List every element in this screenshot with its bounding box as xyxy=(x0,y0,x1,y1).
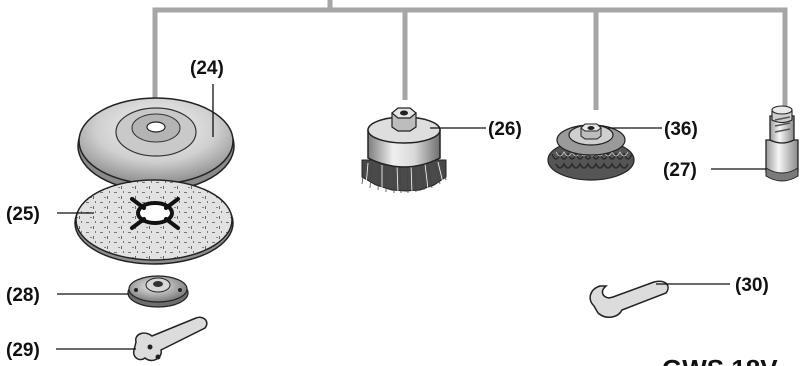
grinding-disc-24 xyxy=(77,97,235,192)
label-25: (25) xyxy=(6,204,40,225)
label-28: (28) xyxy=(6,285,40,306)
label-36: (36) xyxy=(664,119,698,140)
knot-cup-brush-36 xyxy=(547,123,635,181)
label-26: (26) xyxy=(488,119,522,140)
label-30: (30) xyxy=(735,275,769,296)
label-24: (24) xyxy=(190,58,224,79)
sanding-disc-25 xyxy=(74,179,234,265)
flange-nut-28 xyxy=(127,275,189,308)
bracket-lines xyxy=(152,0,788,110)
core-drill-27 xyxy=(765,105,799,182)
label-27: (27) xyxy=(663,160,697,181)
cup-wire-brush-26 xyxy=(361,107,447,194)
two-pin-spanner-29 xyxy=(132,316,208,362)
label-29: (29) xyxy=(6,340,40,361)
leader-lines xyxy=(56,84,766,350)
open-end-spanner-30 xyxy=(589,280,669,318)
model-name: GWS 18V xyxy=(662,354,778,366)
